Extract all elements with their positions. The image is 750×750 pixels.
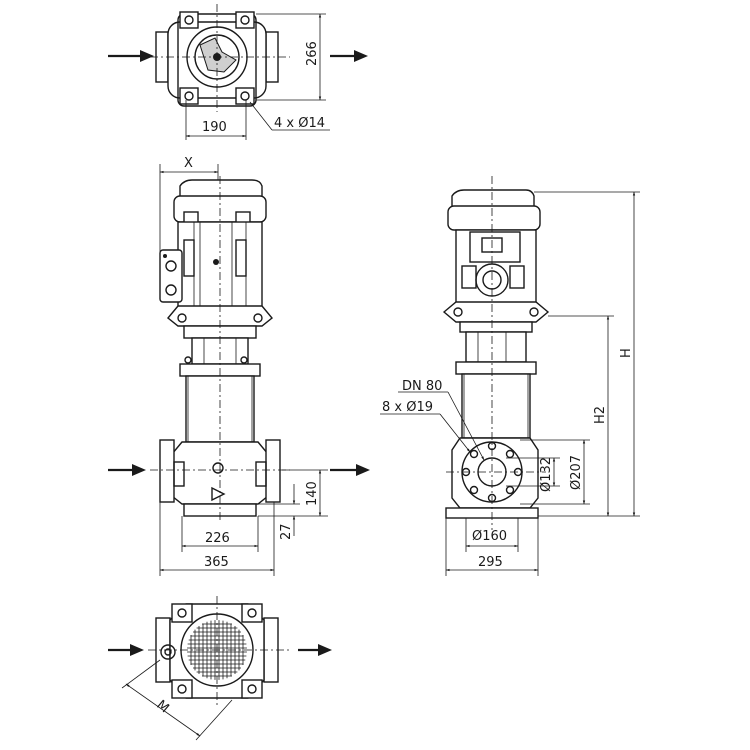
side-motor-flange	[442, 301, 550, 323]
front-view: X 226 365 140 27	[108, 156, 370, 576]
top-holes-dim-label: 4 x Ø14	[274, 116, 325, 131]
bottom-view: M	[108, 596, 332, 741]
side-h-label: H	[619, 348, 634, 358]
front-inner-width-label: 226	[205, 531, 230, 546]
bottom-m-label: M	[153, 698, 171, 717]
outlet-flange	[265, 439, 281, 503]
side-view: DN 80 8 x Ø19 Ø132 Ø207 Ø160 295 H2 H	[380, 176, 640, 576]
front-x-dim-label: X	[184, 156, 193, 171]
front-inlet-flow-arrow-icon	[108, 464, 146, 476]
front-axis-height-label: 140	[305, 481, 320, 506]
side-base-width-label: 295	[478, 555, 503, 570]
side-terminal-box	[469, 231, 521, 263]
bolt-pad	[235, 11, 255, 29]
inlet-flow-arrow-icon	[108, 50, 154, 62]
top-height-dim-label: 266	[305, 41, 320, 66]
side-motor-fan-cover	[447, 205, 541, 231]
inlet-flange	[159, 439, 175, 503]
bolt-pad	[235, 87, 255, 105]
side-pump-stages-housing	[461, 373, 531, 439]
top-width-dim-label: 190	[202, 120, 227, 135]
outlet-flow-arrow-icon	[330, 50, 368, 62]
bolt-pad	[179, 87, 199, 105]
bolt-pad	[179, 11, 199, 29]
terminal-box	[159, 249, 183, 303]
top-view: 266 190 4 x Ø14	[108, 4, 368, 140]
side-dn-label: DN 80	[402, 379, 442, 394]
bottom-inlet-flow-arrow-icon	[108, 644, 144, 656]
side-coupling-lantern	[465, 331, 527, 363]
front-outer-width-label: 365	[204, 555, 229, 570]
bottom-outlet-flow-arrow-icon	[298, 644, 332, 656]
side-h2-label: H2	[593, 406, 608, 424]
side-d-large-label: Ø207	[569, 455, 584, 490]
flow-direction-icon	[211, 486, 226, 502]
front-outlet-flow-arrow-icon	[330, 464, 370, 476]
side-d-small-label: Ø132	[539, 457, 554, 492]
side-d-base-label: Ø160	[472, 529, 507, 544]
side-bolts-label: 8 x Ø19	[382, 400, 433, 415]
front-base-height-label: 27	[279, 523, 294, 540]
